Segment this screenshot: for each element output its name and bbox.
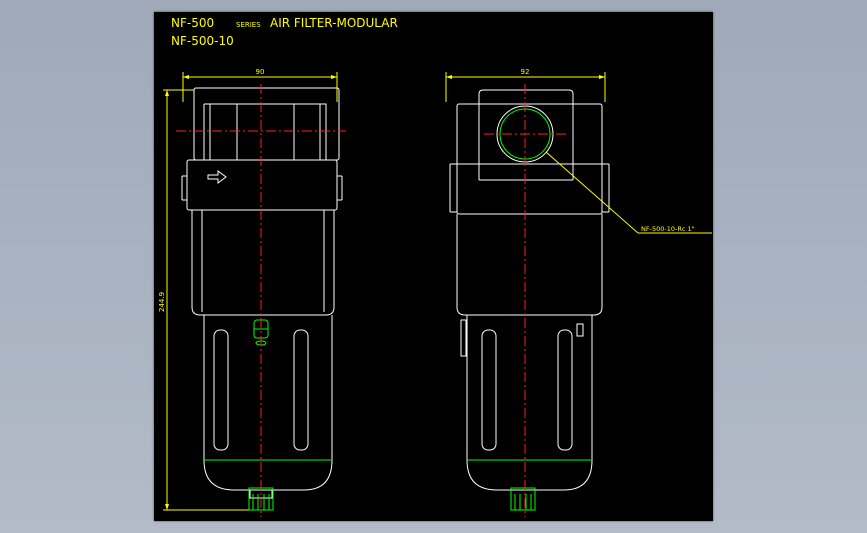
title-description: AIR FILTER-MODULAR — [270, 16, 398, 30]
front-bowl-window-left — [213, 329, 229, 451]
side-width-label: 92 — [521, 68, 530, 76]
front-width-dimension — [182, 72, 338, 102]
front-collar — [186, 159, 338, 211]
side-bowl-window-right — [557, 329, 573, 451]
front-bowl-window-right — [293, 329, 309, 451]
title-series-label: SERIES — [236, 21, 261, 29]
height-dimension — [163, 89, 249, 511]
front-bowl — [203, 315, 333, 491]
front-body — [191, 210, 335, 316]
front-cap-frame — [203, 103, 327, 160]
title-block: NF-500 SERIES AIR FILTER-MODULAR NF-500-… — [171, 16, 398, 48]
side-view — [449, 89, 610, 491]
side-bowl — [466, 315, 593, 491]
front-view — [181, 87, 343, 499]
front-green-details — [204, 319, 332, 511]
port-callout-leader — [545, 151, 712, 234]
front-width-label: 90 — [256, 68, 265, 76]
front-top-cap — [193, 87, 340, 161]
title-model: NF-500 — [171, 16, 214, 30]
side-port-boss — [478, 89, 574, 104]
side-drain-valve — [510, 487, 536, 511]
title-part-number: NF-500-10 — [171, 34, 234, 48]
height-label: 244.9 — [158, 292, 166, 312]
side-width-dimension — [445, 72, 606, 102]
front-centerlines — [176, 84, 346, 517]
side-centerlines — [484, 84, 566, 517]
side-top-housing — [456, 103, 603, 215]
side-body — [456, 214, 603, 316]
cad-drawing-viewport[interactable]: NF-500 SERIES AIR FILTER-MODULAR NF-500-… — [154, 12, 713, 521]
side-bowl-window-left — [481, 329, 497, 451]
cad-drawing: NF-500 SERIES AIR FILTER-MODULAR NF-500-… — [158, 16, 712, 517]
port-callout-label: NF-500-10-Rc 1" — [641, 225, 695, 233]
flow-arrow-icon — [207, 170, 227, 184]
